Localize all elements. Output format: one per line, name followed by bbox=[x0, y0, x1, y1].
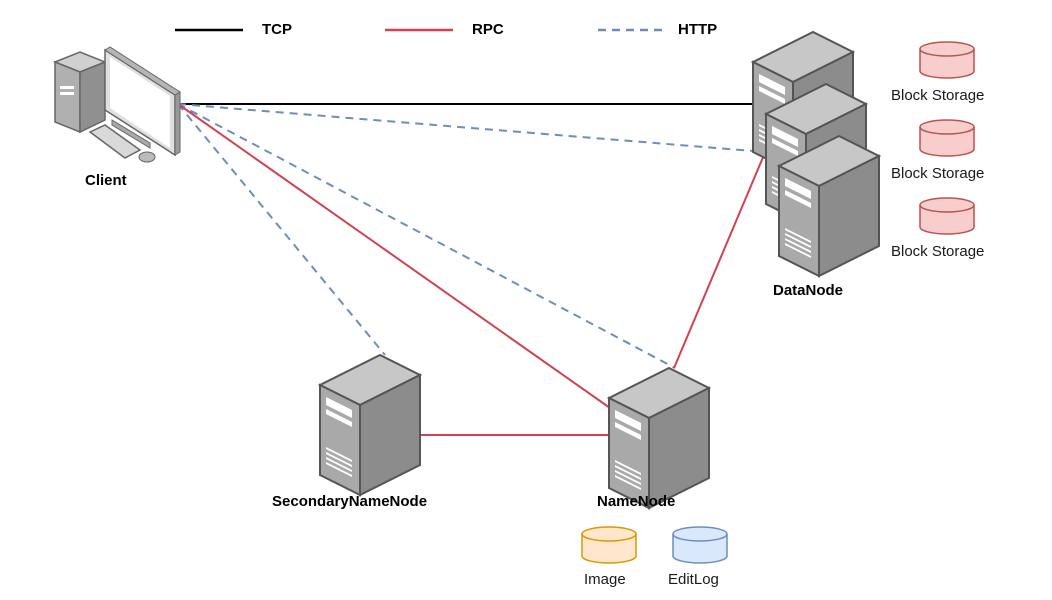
editlog-label: EditLog bbox=[668, 571, 719, 588]
legend-tcp-label: TCP bbox=[262, 21, 292, 38]
block-storage-label-1: Block Storage bbox=[891, 87, 985, 104]
http-client-namenode bbox=[177, 103, 676, 369]
http-client-secondary bbox=[177, 103, 386, 356]
image-storage-icon bbox=[581, 526, 637, 564]
secondary-namenode-server-icon bbox=[319, 354, 421, 496]
legend-http-label: HTTP bbox=[678, 21, 718, 38]
http-client-datanode bbox=[177, 103, 766, 153]
editlog-storage-icon bbox=[672, 526, 728, 564]
client-label: Client bbox=[85, 172, 127, 189]
datanode-label: DataNode bbox=[773, 282, 844, 299]
client-computer-icon bbox=[52, 46, 181, 163]
block-storage-label-3: Block Storage bbox=[891, 243, 985, 260]
namenode-server-icon bbox=[608, 367, 710, 509]
image-label: Image bbox=[584, 571, 626, 588]
block-storage-icon-1 bbox=[919, 41, 975, 79]
rpc-client-namenode bbox=[177, 103, 611, 409]
block-storage-label-2: Block Storage bbox=[891, 165, 985, 182]
rpc-namenode-datanode bbox=[673, 154, 765, 369]
namenode-label: NameNode bbox=[597, 493, 676, 510]
secondary-namenode-label: SecondaryNameNode bbox=[272, 493, 428, 510]
block-storage-icon-3 bbox=[919, 197, 975, 235]
legend-rpc-label: RPC bbox=[472, 21, 504, 38]
block-storage-icon-2 bbox=[919, 119, 975, 157]
